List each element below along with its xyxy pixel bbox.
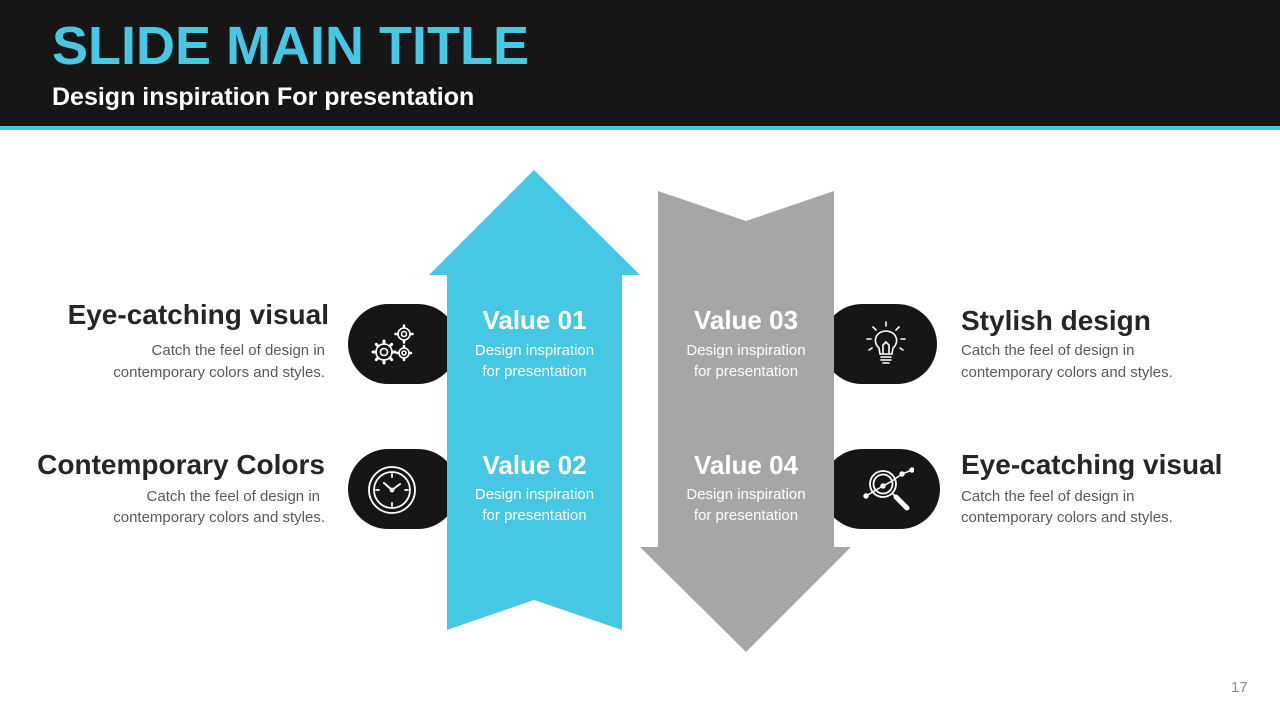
lightbulb-icon bbox=[860, 318, 912, 370]
clock-icon bbox=[366, 464, 418, 516]
down-arrow bbox=[640, 191, 851, 652]
header-bar bbox=[0, 0, 1280, 126]
value-01-title: Value 01 bbox=[482, 305, 587, 335]
value-02-desc-line2: for presentation bbox=[482, 507, 587, 524]
right-item-1-title: Stylish design bbox=[961, 305, 1151, 336]
value-04-desc-line2: for presentation bbox=[693, 507, 799, 524]
value-02-title: Value 02 bbox=[482, 450, 587, 480]
value-03-desc-line1: Design inspiration bbox=[686, 342, 806, 359]
up-arrow bbox=[429, 170, 640, 630]
value-01-desc-line1: Design inspiration bbox=[474, 342, 595, 359]
magnifier-chart-icon bbox=[862, 464, 915, 516]
right-item-2-desc-line1: Catch the feel of design in bbox=[961, 488, 1135, 505]
left-item-2-title: Contemporary Colors bbox=[37, 449, 325, 480]
value-04-desc-line1: Design inspiration bbox=[686, 486, 806, 503]
left-item-1-desc-line2: contemporary colors and styles. bbox=[113, 364, 325, 381]
left-item-1-desc-line1: Catch the feel of design in bbox=[151, 342, 325, 359]
left-item-1-title: Eye-catching visual bbox=[67, 299, 329, 330]
slide-title: SLIDE MAIN TITLE bbox=[52, 16, 529, 76]
right-item-1-desc-line1: Catch the feel of design in bbox=[961, 342, 1135, 359]
header-accent-line bbox=[0, 126, 1280, 130]
pill-left-2 bbox=[348, 449, 458, 529]
value-01-desc-line2: for presentation bbox=[482, 363, 587, 380]
gears-icon bbox=[366, 320, 418, 372]
left-item-2-desc-line1: Catch the feel of design in bbox=[146, 488, 320, 505]
right-item-2-title: Eye-catching visual bbox=[961, 449, 1223, 480]
pill-right-1 bbox=[822, 304, 937, 384]
pill-left-1 bbox=[348, 304, 458, 384]
right-item-2-desc-line2: contemporary colors and styles. bbox=[961, 509, 1173, 526]
left-item-2-desc-line2: contemporary colors and styles. bbox=[113, 509, 325, 526]
right-item-1-desc-line2: contemporary colors and styles. bbox=[961, 364, 1173, 381]
value-02-desc-line1: Design inspiration bbox=[474, 486, 595, 503]
page-number: 17 bbox=[1231, 679, 1248, 696]
value-04-title: Value 04 bbox=[693, 450, 799, 480]
slide-subtitle: Design inspiration For presentation bbox=[52, 83, 475, 111]
value-03-title: Value 03 bbox=[693, 305, 799, 335]
value-03-desc-line2: for presentation bbox=[693, 363, 799, 380]
